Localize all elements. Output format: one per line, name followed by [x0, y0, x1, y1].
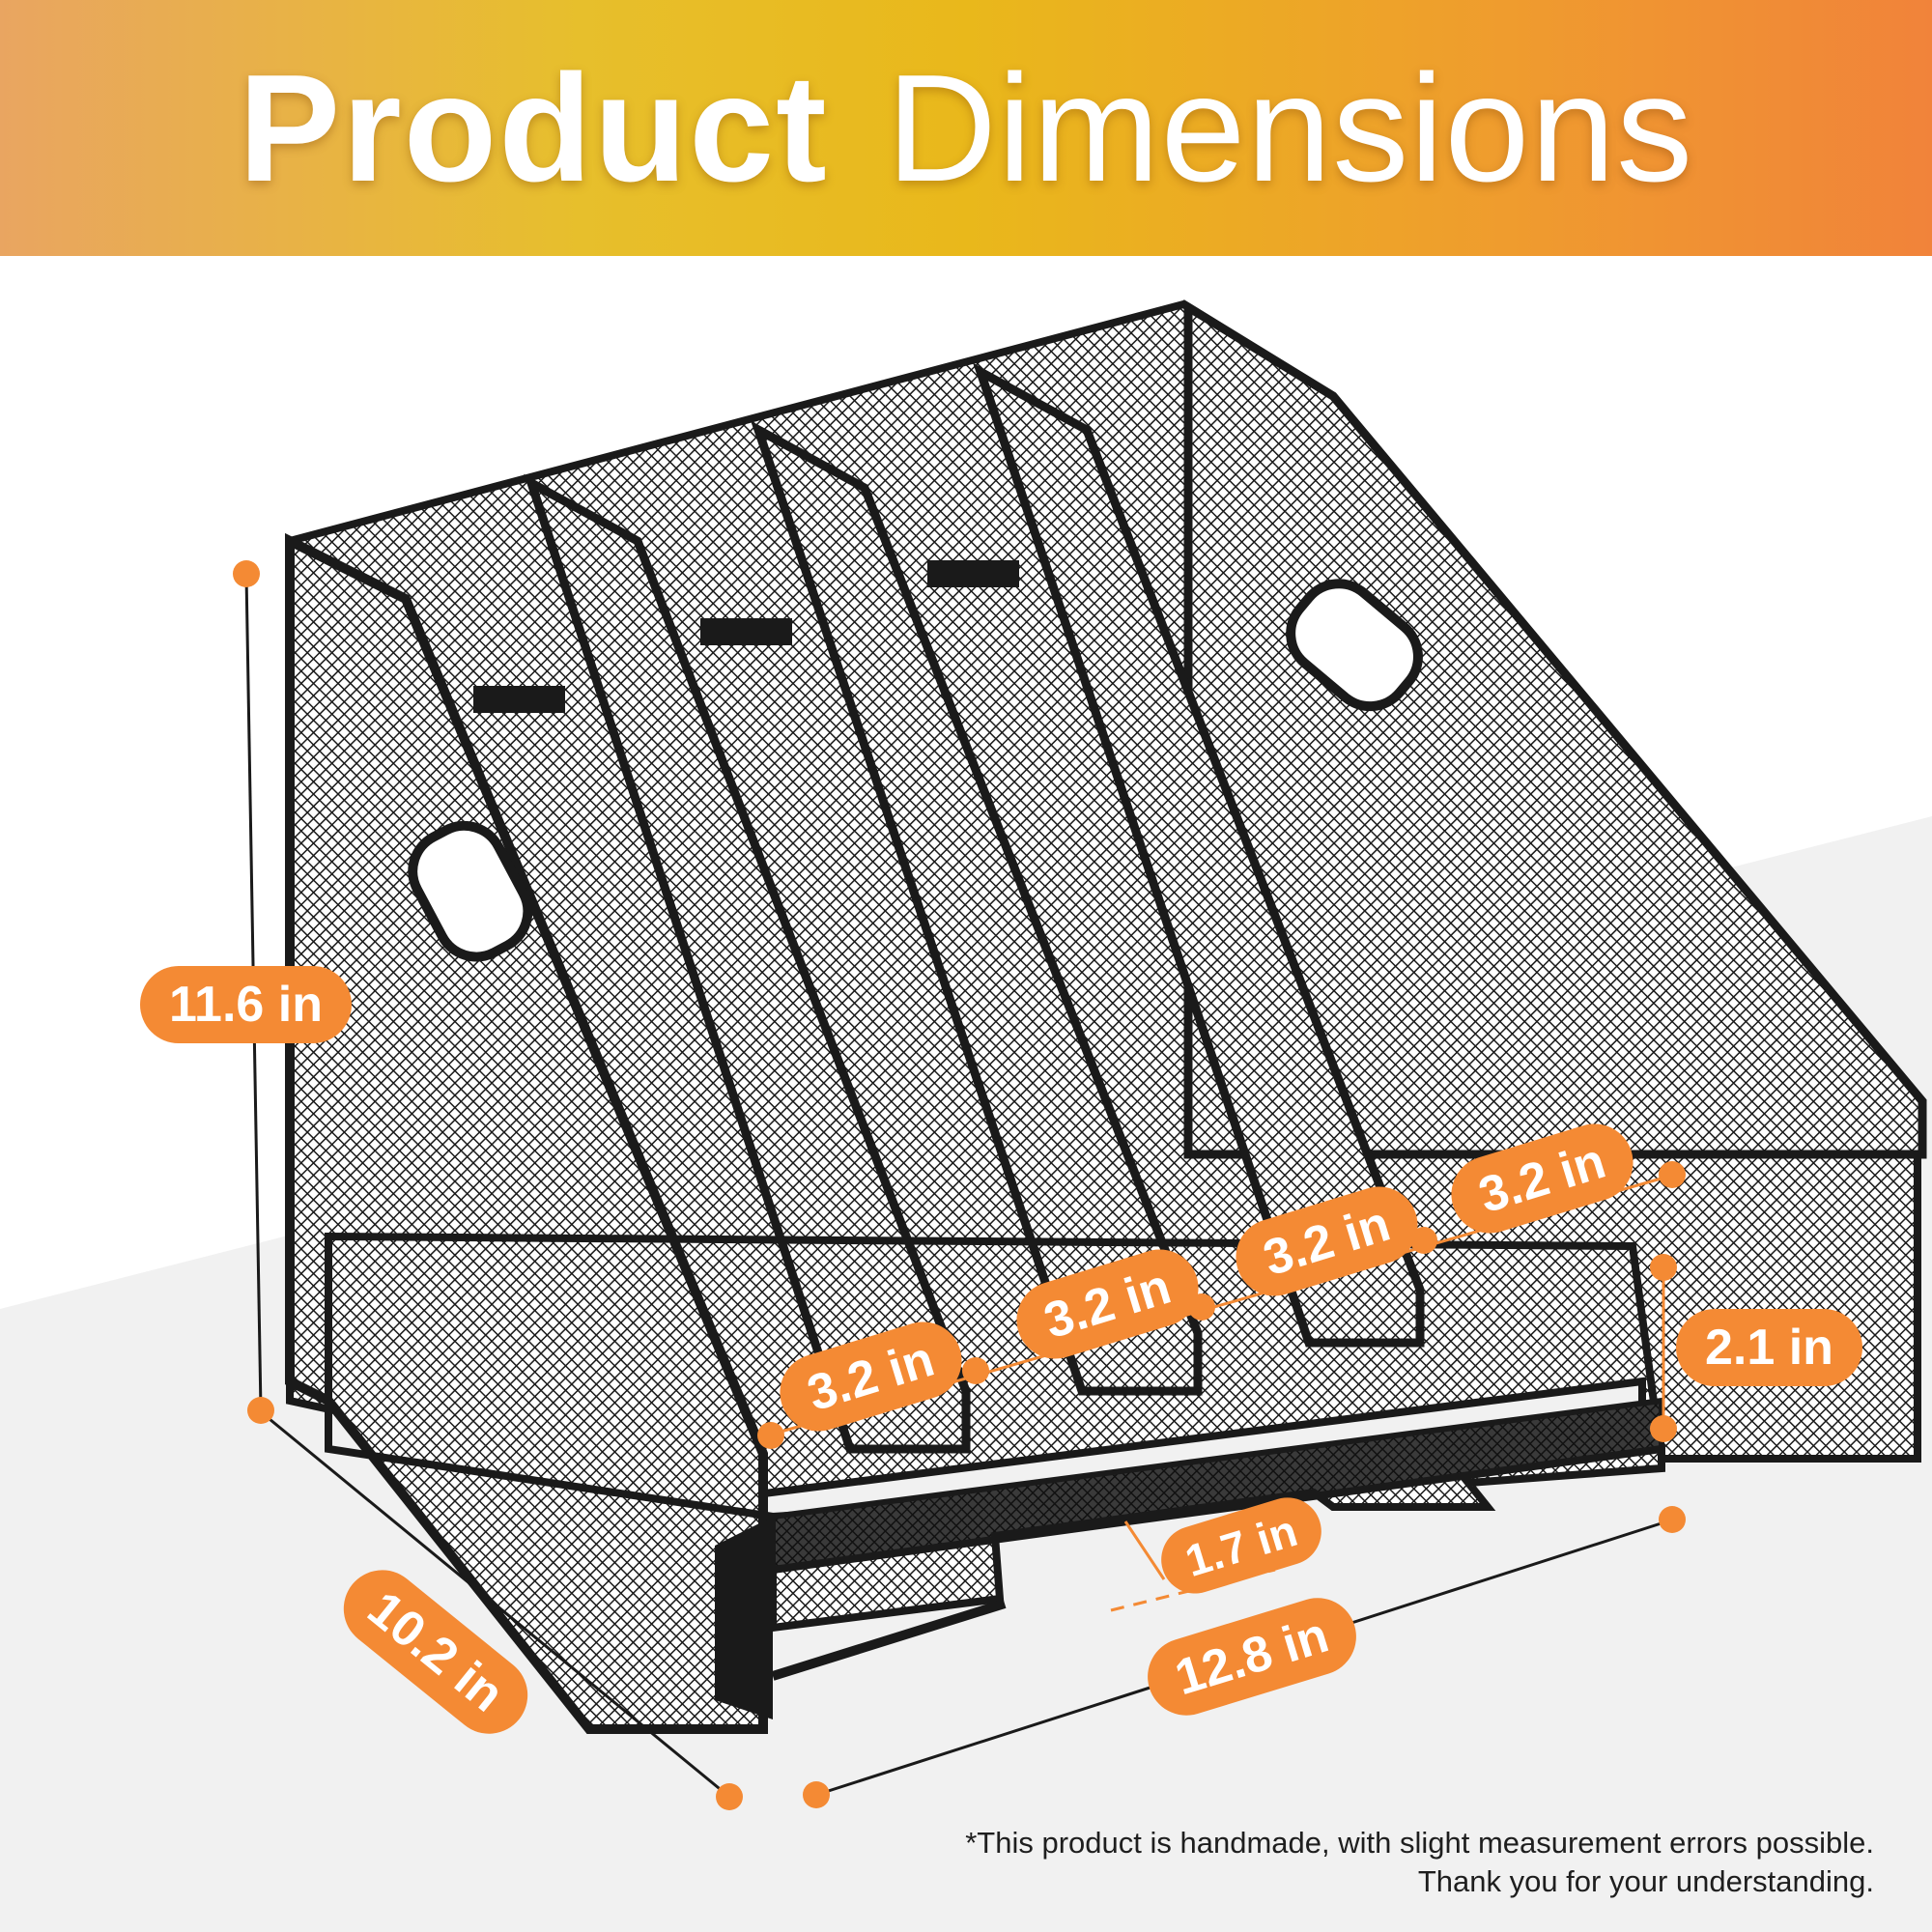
title-light: Dimensions — [886, 43, 1694, 213]
height-label: 11.6 in — [140, 966, 352, 1043]
dimension-dots — [233, 560, 1686, 1810]
title-banner: Product Dimensions — [0, 0, 1932, 256]
footnote: *This product is handmade, with slight m… — [965, 1824, 1874, 1901]
drawer-height-label: 2.1 in — [1676, 1309, 1862, 1386]
footnote-line-1: *This product is handmade, with slight m… — [965, 1826, 1874, 1860]
title-bold: Product — [238, 43, 829, 213]
footnote-line-2: Thank you for your understanding. — [1417, 1864, 1874, 1898]
